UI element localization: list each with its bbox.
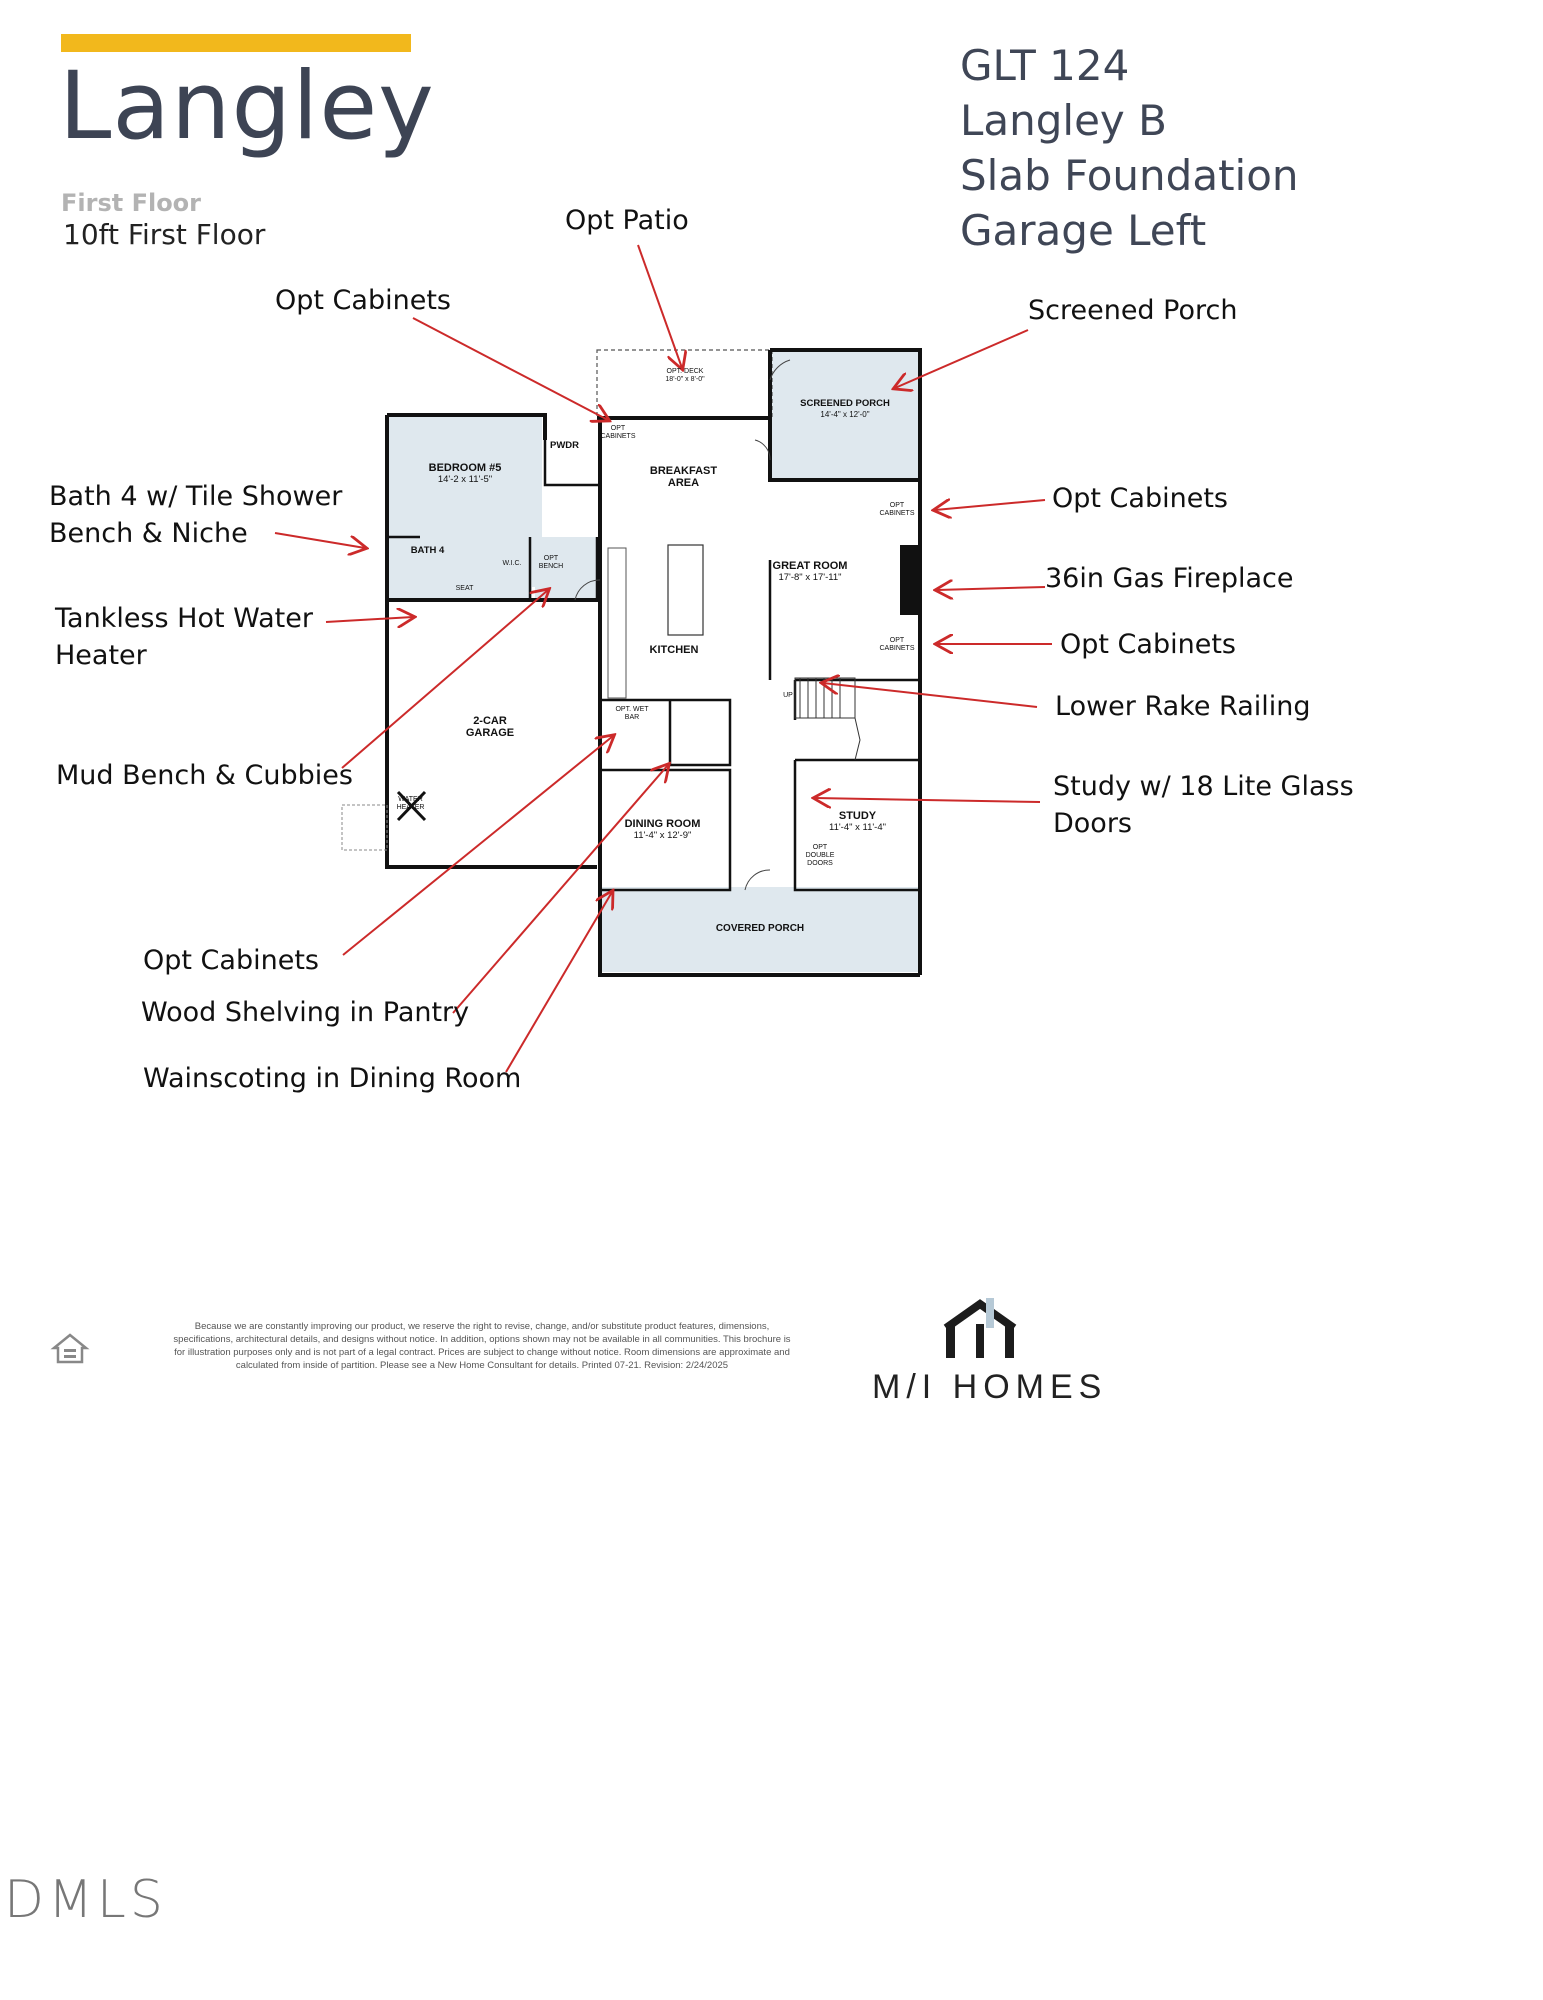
arrow-lower-rake [823, 683, 1038, 708]
opt-deck-dim: 18'-0" x 8'-0" [665, 376, 705, 383]
opt-wet-bar-label: OPT. WET BAR [615, 706, 649, 721]
floor-label: First Floor [61, 189, 202, 217]
great-room-dim: 17'-8" x 17'-11" [778, 572, 842, 583]
dining-label: DINING ROOM 11'-4" x 12'-9" [615, 818, 710, 841]
callout-lower-rake: Lower Rake Railing [1055, 691, 1311, 722]
callout-bath4-line2: Bench & Niche [49, 518, 248, 549]
study-dim: 11'-4" x 11'-4" [828, 822, 887, 833]
arrow-screened-porch [895, 329, 1029, 388]
kitchen-island [667, 544, 704, 636]
screened-porch-dim: 14'-4" x 12'-0" [820, 410, 870, 419]
page-title: Langley [59, 52, 435, 161]
bath4-fill [387, 537, 532, 599]
callout-wainscoting: Wainscoting in Dining Room [143, 1063, 522, 1094]
dining-dim: 11'-4" x 12'-9" [633, 830, 692, 841]
callout-bath4: Bath 4 w/ Tile Shower Bench & Niche [49, 478, 342, 552]
kitchen-counter [607, 547, 627, 699]
callout-tankless: Tankless Hot Water Heater [55, 600, 313, 674]
water-heater-label: WATER HEATER [396, 796, 425, 811]
callout-wood-shelving: Wood Shelving in Pantry [141, 997, 470, 1028]
garage-label: 2-CAR GARAGE [465, 715, 515, 739]
opt-cabinets-label-right2: OPT CABINETS [879, 637, 915, 652]
study-name: STUDY [838, 810, 877, 822]
watermark: DMLS [4, 1870, 167, 1930]
equal-housing-icon [50, 1333, 90, 1364]
stairs [794, 677, 861, 761]
bedroom5-dim: 14'-2 x 11'-5" [437, 474, 493, 485]
arrow-fireplace [937, 587, 1046, 590]
accent-bar [61, 34, 411, 52]
walls [385, 348, 922, 977]
arrow-opt-cabinets-bottom [342, 736, 613, 956]
lot-info: GLT 124 Langley B Slab Foundation Garage… [960, 38, 1299, 258]
arrow-opt-cabinets-top [412, 317, 608, 420]
callout-bath4-line1: Bath 4 w/ Tile Shower [49, 481, 343, 512]
breakfast-label: BREAKFAST AREA [649, 465, 718, 489]
arrow-bath4 [274, 532, 365, 548]
plan-name: Langley B [960, 96, 1167, 145]
study-label: STUDY 11'-4" x 11'-4" [810, 810, 905, 833]
disclaimer: Because we are constantly improving our … [173, 1321, 791, 1371]
bedroom5-label: BEDROOM #5 14'-2 x 11'-5" [405, 462, 525, 485]
callout-opt-patio: Opt Patio [565, 205, 689, 236]
garage-step [341, 804, 388, 851]
callout-study-line1: Study w/ 18 Lite Glass [1053, 771, 1354, 802]
callout-study-line2: Doors [1053, 808, 1132, 839]
great-room-name: GREAT ROOM [772, 560, 848, 572]
arrow-tankless [325, 617, 413, 622]
pwdr-label: PWDR [549, 440, 580, 451]
callout-gas-fireplace: 36in Gas Fireplace [1045, 563, 1294, 594]
opt-deck-outline [596, 349, 773, 419]
bedroom5-name: BEDROOM #5 [428, 462, 502, 474]
door-swings [574, 359, 791, 891]
bath4-label: BATH 4 [410, 545, 445, 556]
foundation: Slab Foundation [960, 151, 1299, 200]
seat-label: SEAT [455, 585, 474, 592]
opt-deck-label: OPT. DECK 18'-0" x 8'-0" [640, 368, 730, 384]
opt-bench-label: OPT BENCH [538, 555, 564, 570]
water-heater-mark [396, 790, 427, 822]
fireplace [900, 545, 920, 615]
arrow-mud-bench [341, 590, 548, 769]
callout-mud-bench: Mud Bench & Cubbies [56, 760, 353, 791]
callout-opt-cabinets-top: Opt Cabinets [275, 285, 451, 316]
up-label: UP [783, 692, 793, 699]
callout-opt-cabinets-bottom: Opt Cabinets [143, 945, 319, 976]
callout-opt-cabinets-right2: Opt Cabinets [1060, 629, 1236, 660]
dining-name: DINING ROOM [624, 818, 701, 830]
kitchen-label: KITCHEN [649, 644, 699, 656]
covered-porch-fill [600, 887, 920, 972]
callout-tankless-line1: Tankless Hot Water [55, 603, 313, 634]
arrow-opt-patio [637, 244, 682, 368]
covered-porch-label: COVERED PORCH [715, 923, 805, 934]
screened-porch-label: SCREENED PORCH 14'-4" x 12'-0" [800, 398, 890, 419]
logo-text: M/I HOMES [872, 1368, 1108, 1406]
mi-homes-logo-icon [943, 1298, 1017, 1358]
floor-option: 10ft First Floor [63, 218, 266, 251]
screened-porch-fill [770, 350, 920, 480]
great-room-label: GREAT ROOM 17'-8" x 17'-11" [760, 560, 860, 583]
arrow-wood-shelving [452, 765, 668, 1014]
callout-opt-cabinets-right1: Opt Cabinets [1052, 483, 1228, 514]
callout-screened-porch: Screened Porch [1028, 295, 1238, 326]
opt-double-doors-label: OPT DOUBLE DOORS [805, 844, 835, 867]
wic-label: W.I.C. [502, 560, 522, 567]
lot-number: GLT 124 [960, 41, 1130, 90]
opt-cabinets-label-top: OPT CABINETS [600, 425, 636, 440]
arrow-opt-cabinets-right1 [935, 500, 1046, 510]
callout-study: Study w/ 18 Lite Glass Doors [1053, 768, 1354, 842]
callout-tankless-line2: Heater [55, 640, 147, 671]
opt-cabinets-label-right1: OPT CABINETS [879, 502, 915, 517]
arrow-wainscoting [505, 892, 612, 1073]
arrows [274, 244, 1052, 1073]
garage-side: Garage Left [960, 206, 1207, 255]
arrow-study [815, 798, 1041, 802]
opt-deck-name: OPT. DECK [666, 368, 704, 375]
screened-porch-name: SCREENED PORCH [800, 398, 890, 409]
